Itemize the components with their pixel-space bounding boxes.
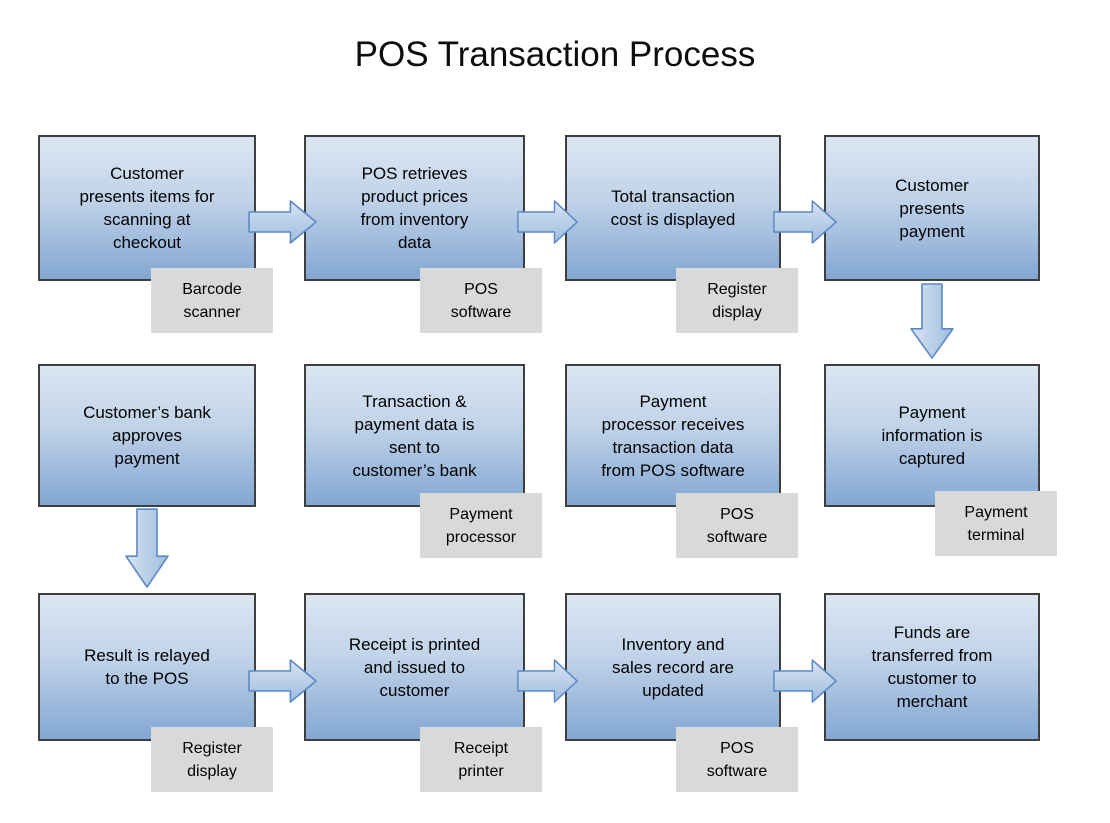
flow-arrow-right-1 (248, 200, 317, 244)
step-text-pos-retrieves-prices: POS retrieves product prices from invent… (360, 164, 469, 252)
flow-arrow-down-2 (125, 508, 169, 588)
step-box-inventory-updated: Inventory and sales record are updated (565, 593, 781, 741)
tool-tag-pos-software-2: POS software (676, 493, 798, 558)
tool-tag-payment-terminal: Payment terminal (935, 491, 1057, 556)
tool-tag-text-barcode-scanner: Barcode scanner (182, 280, 242, 321)
step-text-total-cost-displayed: Total transaction cost is displayed (610, 187, 736, 229)
tool-tag-register-display-2: Register display (151, 727, 273, 792)
step-text-customer-presents-payment: Customer presents payment (895, 175, 969, 241)
tool-tag-text-receipt-printer: Receipt printer (453, 739, 509, 780)
flow-arrow-right-3 (773, 200, 837, 244)
step-box-funds-transferred: Funds are transferred from customer to m… (824, 593, 1040, 741)
step-box-customer-presents-items: Customer presents items for scanning at … (38, 135, 256, 281)
tool-tag-text-register-display-2: Register display (182, 739, 242, 780)
step-text-inventory-updated: Inventory and sales record are updated (612, 634, 734, 700)
step-box-result-relayed-to-pos: Result is relayed to the POS (38, 593, 256, 741)
tool-tag-text-payment-terminal: Payment terminal (964, 503, 1028, 544)
tool-tag-text-register-display-1: Register display (707, 280, 767, 321)
flow-arrow-right-4 (248, 659, 317, 703)
tool-tag-payment-processor: Payment processor (420, 493, 542, 558)
step-box-customer-presents-payment: Customer presents payment (824, 135, 1040, 281)
step-box-data-sent-to-bank: Transaction & payment data is sent to cu… (304, 364, 525, 507)
step-box-bank-approves-payment: Customer’s bank approves payment (38, 364, 256, 507)
tool-tag-text-pos-software-3: POS software (706, 739, 768, 780)
tool-tag-text-pos-software-1: POS software (450, 280, 512, 321)
step-text-payment-info-captured: Payment information is captured (881, 403, 983, 468)
tool-tag-register-display-1: Register display (676, 268, 798, 333)
tool-tag-receipt-printer: Receipt printer (420, 727, 542, 792)
tool-tag-text-payment-processor: Payment processor (445, 505, 517, 546)
step-text-bank-approves-payment: Customer’s bank approves payment (83, 403, 211, 468)
flow-arrow-right-6 (773, 659, 837, 703)
step-box-total-cost-displayed: Total transaction cost is displayed (565, 135, 781, 281)
step-text-result-relayed-to-pos: Result is relayed to the POS (84, 646, 210, 688)
flow-arrow-right-2 (517, 200, 578, 244)
step-text-customer-presents-items: Customer presents items for scanning at … (79, 164, 215, 252)
step-text-receipt-printed: Receipt is printed and issued to custome… (348, 634, 481, 700)
step-box-receipt-printed: Receipt is printed and issued to custome… (304, 593, 525, 741)
flow-arrow-down-1 (910, 283, 954, 359)
diagram-title: POS Transaction Process (354, 35, 756, 74)
tool-tag-pos-software-3: POS software (676, 727, 798, 792)
tool-tag-pos-software-1: POS software (420, 268, 542, 333)
step-box-payment-info-captured: Payment information is captured (824, 364, 1040, 507)
tool-tag-text-pos-software-2: POS software (706, 505, 768, 546)
flow-arrow-right-5 (517, 659, 578, 703)
step-text-data-sent-to-bank: Transaction & payment data is sent to cu… (352, 391, 477, 480)
step-box-processor-receives-data: Payment processor receives transaction d… (565, 364, 781, 507)
tool-tag-barcode-scanner: Barcode scanner (151, 268, 273, 333)
step-text-funds-transferred: Funds are transferred from customer to m… (871, 623, 993, 711)
step-text-processor-receives-data: Payment processor receives transaction d… (601, 391, 745, 480)
step-box-pos-retrieves-prices: POS retrieves product prices from invent… (304, 135, 525, 281)
